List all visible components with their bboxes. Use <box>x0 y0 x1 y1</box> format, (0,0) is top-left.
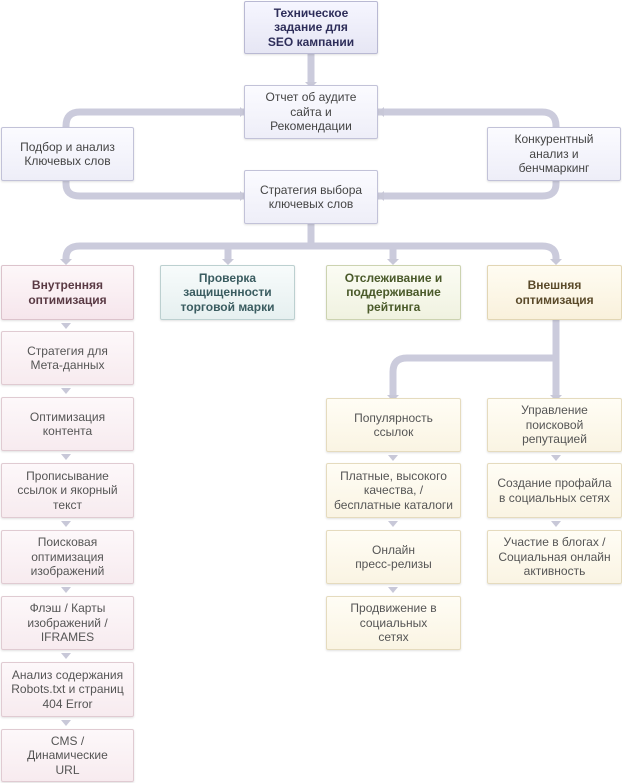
node-brand-protection-label: Проверка защищенности торговой марки <box>180 270 275 314</box>
node-cms-urls-label: CMS / Динамические URL <box>27 733 108 777</box>
node-internal-optimization-label: Внутренняя оптимизация <box>28 278 107 307</box>
node-seo-spec: Техническое задание для SEO кампании <box>244 1 378 54</box>
node-content-optimization-label: Оптимизация контента <box>29 409 106 438</box>
node-meta-strategy: Стратегия для Мета-данных <box>1 331 134 385</box>
node-keyword-strategy-label: Стратегия выбора ключевых слов <box>259 182 363 211</box>
node-ranking-tracking: Отслеживание и поддерживание рейтинга <box>326 265 461 320</box>
node-robots-404-label: Анализ содержания Robots.txt и страниц 4… <box>11 667 124 711</box>
node-reputation-management-label: Управление поисковой репутацией <box>521 403 588 447</box>
node-competitive-analysis: Конкурентный анализ и бенчмаркинг <box>487 127 621 181</box>
node-press-releases: Онлайн пресс-релизы <box>326 530 461 584</box>
node-meta-strategy-label: Стратегия для Мета-данных <box>27 343 108 372</box>
node-blog-activity-label: Участие в блогах / Социальная онлайн акт… <box>498 535 611 579</box>
node-link-anchor-label: Прописывание ссылок и якорный текст <box>17 468 118 512</box>
node-social-promotion-label: Продвижение в социальных сетях <box>350 601 437 645</box>
node-content-optimization: Оптимизация контента <box>1 397 134 451</box>
node-social-profiles-label: Создание профайла в социальных сетях <box>497 476 612 505</box>
node-press-releases-label: Онлайн пресс-релизы <box>355 542 432 571</box>
node-ranking-tracking-label: Отслеживание и поддерживание рейтинга <box>344 270 443 314</box>
node-flash-iframes-label: Флэш / Карты изображений / IFRAMES <box>27 601 108 645</box>
node-external-optimization-label: Внешняя оптимизация <box>515 278 594 307</box>
node-directories: Платные, высокого качества, / бесплатные… <box>326 463 461 518</box>
node-external-optimization: Внешняя оптимизация <box>487 265 622 320</box>
node-reputation-management: Управление поисковой репутацией <box>487 398 622 452</box>
node-social-promotion: Продвижение в социальных сетях <box>326 596 461 650</box>
node-brand-protection: Проверка защищенности торговой марки <box>160 265 295 320</box>
node-robots-404: Анализ содержания Robots.txt и страниц 4… <box>1 662 134 717</box>
node-image-seo: Поисковая оптимизация изображений <box>1 530 134 584</box>
node-keyword-research-label: Подбор и анализ Ключевых слов <box>20 139 115 168</box>
node-cms-urls: CMS / Динамические URL <box>1 729 134 782</box>
node-flash-iframes: Флэш / Карты изображений / IFRAMES <box>1 596 134 650</box>
node-competitive-analysis-label: Конкурентный анализ и бенчмаркинг <box>514 132 594 176</box>
node-link-popularity: Популярность ссылок <box>326 398 461 452</box>
node-keyword-strategy: Стратегия выбора ключевых слов <box>244 170 378 224</box>
node-blog-activity: Участие в блогах / Социальная онлайн акт… <box>487 530 622 584</box>
node-image-seo-label: Поисковая оптимизация изображений <box>30 535 105 579</box>
node-keyword-research: Подбор и анализ Ключевых слов <box>1 127 134 181</box>
node-link-anchor: Прописывание ссылок и якорный текст <box>1 463 134 518</box>
node-seo-spec-label: Техническое задание для SEO кампании <box>267 5 355 49</box>
node-directories-label: Платные, высокого качества, / бесплатные… <box>334 468 453 512</box>
node-link-popularity-label: Популярность ссылок <box>354 410 433 439</box>
node-audit-report-label: Отчет об аудите сайта и Рекомендации <box>265 90 357 134</box>
node-internal-optimization: Внутренняя оптимизация <box>1 265 134 320</box>
node-audit-report: Отчет об аудите сайта и Рекомендации <box>244 85 378 139</box>
node-social-profiles: Создание профайла в социальных сетях <box>487 463 622 518</box>
